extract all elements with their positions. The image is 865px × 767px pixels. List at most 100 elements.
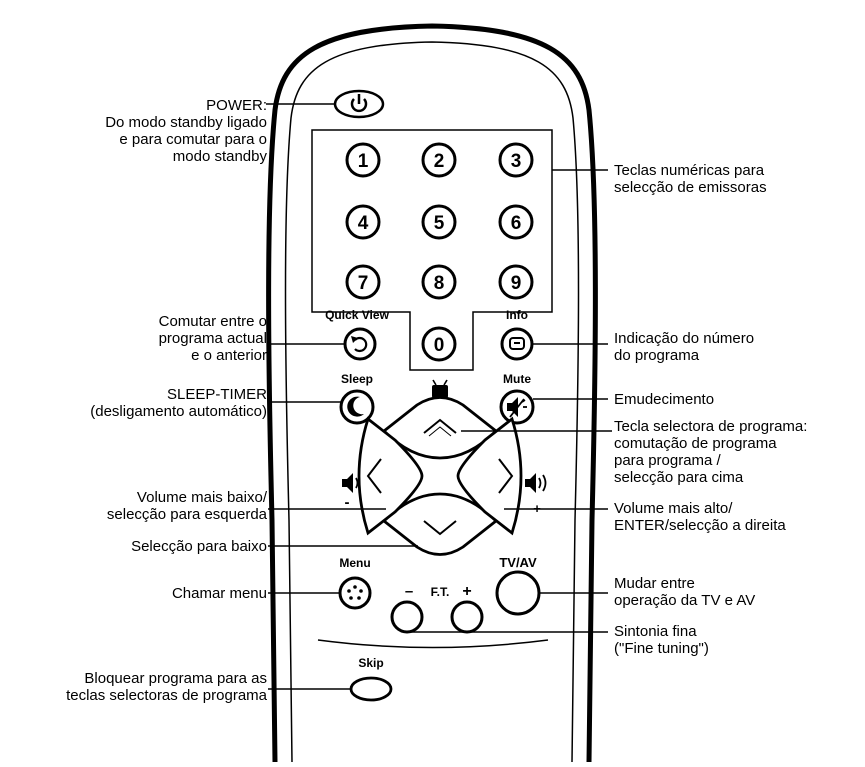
numpad-outline bbox=[311, 129, 553, 371]
sleep-button[interactable] bbox=[339, 389, 375, 425]
label-fine-tuning: Sintonia fina ("Fine tuning") bbox=[614, 623, 709, 657]
label-numeric-keys: Teclas numéricas para selecção de emisso… bbox=[614, 162, 767, 196]
menu-button[interactable] bbox=[338, 576, 372, 610]
label-info-line-1: Indicação do número bbox=[614, 330, 755, 347]
number-key-6-label: 6 bbox=[511, 213, 522, 234]
number-key-9-label: 9 bbox=[511, 273, 522, 294]
label-numeric-line-1: Teclas numéricas para bbox=[614, 162, 765, 179]
number-key-3-label: 3 bbox=[511, 151, 522, 172]
label-program-up: Tecla selectora de programa: comutação d… bbox=[614, 418, 807, 486]
chevron-up-icon bbox=[423, 418, 457, 434]
label-power-line-1: POWER: bbox=[206, 97, 267, 114]
mute-label: Mute bbox=[503, 372, 531, 386]
label-down-line-1: Selecção para baixo bbox=[131, 538, 267, 555]
chevron-down-icon bbox=[423, 520, 457, 536]
label-tvav: Mudar entre operação da TV e AV bbox=[614, 575, 755, 609]
label-power: POWER: Do modo standby ligado e para com… bbox=[105, 97, 267, 165]
quick-view-button[interactable] bbox=[343, 327, 377, 361]
number-key-8[interactable]: 8 bbox=[421, 264, 457, 300]
info-icon bbox=[509, 337, 525, 350]
number-key-9[interactable]: 9 bbox=[498, 264, 534, 300]
number-key-0-label: 0 bbox=[434, 335, 445, 356]
number-key-5-label: 5 bbox=[434, 213, 445, 234]
bottom-divider bbox=[317, 639, 549, 649]
label-menu-line-1: Chamar menu bbox=[171, 585, 267, 602]
fine-tune-minus-button[interactable] bbox=[390, 600, 424, 634]
fine-tune-plus-sign: + bbox=[462, 583, 471, 600]
speaker-right-icon bbox=[525, 473, 547, 493]
tvav-label: TV/AV bbox=[499, 555, 537, 570]
power-button[interactable] bbox=[333, 89, 385, 119]
number-key-7[interactable]: 7 bbox=[345, 264, 381, 300]
recall-icon bbox=[354, 336, 368, 353]
volume-up-button[interactable] bbox=[456, 416, 523, 536]
label-tvav-line-1: Mudar entre bbox=[614, 575, 695, 592]
label-skip-line-2: teclas selectoras de programa bbox=[66, 687, 267, 704]
fine-tune-plus-button[interactable] bbox=[450, 600, 484, 634]
label-numeric-line-2: selecção de emissoras bbox=[614, 179, 767, 196]
fine-tune-label: F.T. bbox=[431, 585, 450, 599]
number-key-5[interactable]: 5 bbox=[421, 204, 457, 240]
label-info-line-2: do programa bbox=[614, 347, 700, 364]
label-voldown-line-1: Volume mais baixo/ bbox=[136, 489, 267, 506]
number-key-0[interactable]: 0 bbox=[421, 326, 457, 362]
menu-icon bbox=[347, 585, 363, 600]
number-key-2-label: 2 bbox=[434, 151, 445, 172]
remote-inner-edge bbox=[284, 41, 580, 763]
label-quickview-line-2: programa actual bbox=[158, 330, 267, 347]
quick-view-label: Quick View bbox=[325, 308, 389, 322]
sleep-label: Sleep bbox=[341, 372, 373, 386]
mute-button[interactable] bbox=[499, 389, 535, 425]
label-volume-up: Volume mais alto/ ENTER/selecção a direi… bbox=[614, 500, 786, 534]
program-up-button[interactable] bbox=[381, 396, 499, 460]
volume-minus-sign: - bbox=[345, 494, 350, 511]
label-menu: Chamar menu bbox=[172, 585, 267, 602]
label-volup-line-2: ENTER/selecção a direita bbox=[614, 517, 786, 534]
label-voldown-line-2: selecção para esquerda bbox=[106, 506, 267, 523]
label-mute: Emudecimento bbox=[614, 391, 714, 408]
number-key-8-label: 8 bbox=[434, 273, 445, 294]
info-label: Info bbox=[506, 308, 528, 322]
label-progup-line-2: comutação de programa bbox=[614, 435, 777, 452]
speaker-left-icon bbox=[342, 473, 359, 493]
menu-label: Menu bbox=[339, 556, 370, 570]
number-key-1[interactable]: 1 bbox=[345, 142, 381, 178]
number-key-4-label: 4 bbox=[358, 213, 369, 234]
label-power-line-2: Do modo standby ligado bbox=[105, 114, 267, 131]
number-key-6[interactable]: 6 bbox=[498, 204, 534, 240]
label-quickview-line-3: e o anterior bbox=[191, 347, 267, 364]
label-skip-line-1: Bloquear programa para as bbox=[84, 670, 267, 687]
label-info: Indicação do número do programa bbox=[614, 330, 754, 364]
number-key-1-label: 1 bbox=[358, 151, 369, 172]
label-progup-line-4: selecção para cima bbox=[614, 469, 744, 486]
label-quick-view: Comutar entre o programa actual e o ante… bbox=[159, 313, 267, 364]
label-power-line-3: e para comutar para o bbox=[119, 131, 267, 148]
label-down: Selecção para baixo bbox=[131, 538, 267, 555]
label-quickview-line-1: Comutar entre o bbox=[158, 313, 267, 330]
label-progup-line-1: Tecla selectora de programa: bbox=[614, 418, 808, 435]
moon-icon bbox=[347, 396, 364, 417]
label-volup-line-1: Volume mais alto/ bbox=[614, 500, 733, 517]
number-key-4[interactable]: 4 bbox=[345, 204, 381, 240]
tvav-button[interactable] bbox=[495, 570, 541, 616]
skip-button[interactable] bbox=[349, 676, 393, 702]
label-finetune-line-2: ("Fine tuning") bbox=[614, 640, 709, 657]
volume-down-button[interactable] bbox=[357, 416, 424, 536]
number-key-2[interactable]: 2 bbox=[421, 142, 457, 178]
label-finetune-line-1: Sintonia fina bbox=[614, 623, 697, 640]
number-key-3[interactable]: 3 bbox=[498, 142, 534, 178]
info-button[interactable] bbox=[500, 327, 534, 361]
label-mute-line-1: Emudecimento bbox=[614, 391, 715, 408]
power-icon bbox=[350, 98, 368, 113]
fine-tune-minus-sign: – bbox=[405, 583, 413, 600]
label-sleep-line-2: (desligamento automático) bbox=[90, 403, 267, 420]
tv-icon bbox=[432, 379, 448, 398]
number-key-7-label: 7 bbox=[358, 273, 369, 294]
program-down-button[interactable] bbox=[381, 492, 499, 556]
leader-lines bbox=[266, 103, 612, 690]
label-sleep: SLEEP-TIMER (desligamento automático) bbox=[90, 386, 267, 420]
skip-label: Skip bbox=[358, 656, 383, 670]
label-power-line-4: modo standby bbox=[172, 148, 267, 165]
